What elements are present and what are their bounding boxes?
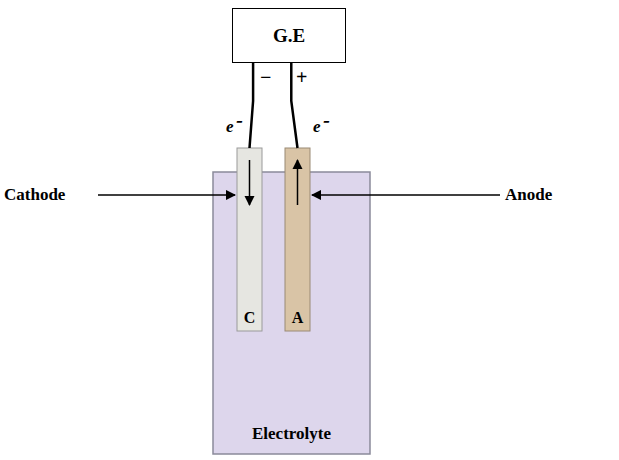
electron-flow-arrow [297, 160, 299, 205]
electrolyte-vessel: Electrolyte C A [213, 172, 370, 454]
node-text: A [292, 309, 304, 327]
node-text: C [244, 309, 256, 327]
electron-symbol: e⁻ [226, 118, 240, 135]
electron-symbol: e⁻ [313, 118, 327, 135]
part-label: Anode [505, 186, 552, 203]
cathode-electrode: C [237, 148, 262, 331]
generator-box: G.E [232, 8, 346, 63]
cathode-rod [237, 148, 262, 331]
leader-arrow [98, 194, 235, 196]
connecting-wire [250, 63, 254, 148]
leader-arrow [312, 194, 500, 196]
node-text: Electrolyte [252, 424, 331, 444]
polarity-sign: − [260, 67, 271, 87]
node-text: G.E [273, 25, 305, 47]
anode-rod [285, 148, 310, 331]
anode-electrode: A [285, 148, 310, 331]
part-label: Cathode [4, 186, 65, 203]
electron-flow-arrow [249, 160, 251, 205]
polarity-sign: + [296, 67, 307, 87]
